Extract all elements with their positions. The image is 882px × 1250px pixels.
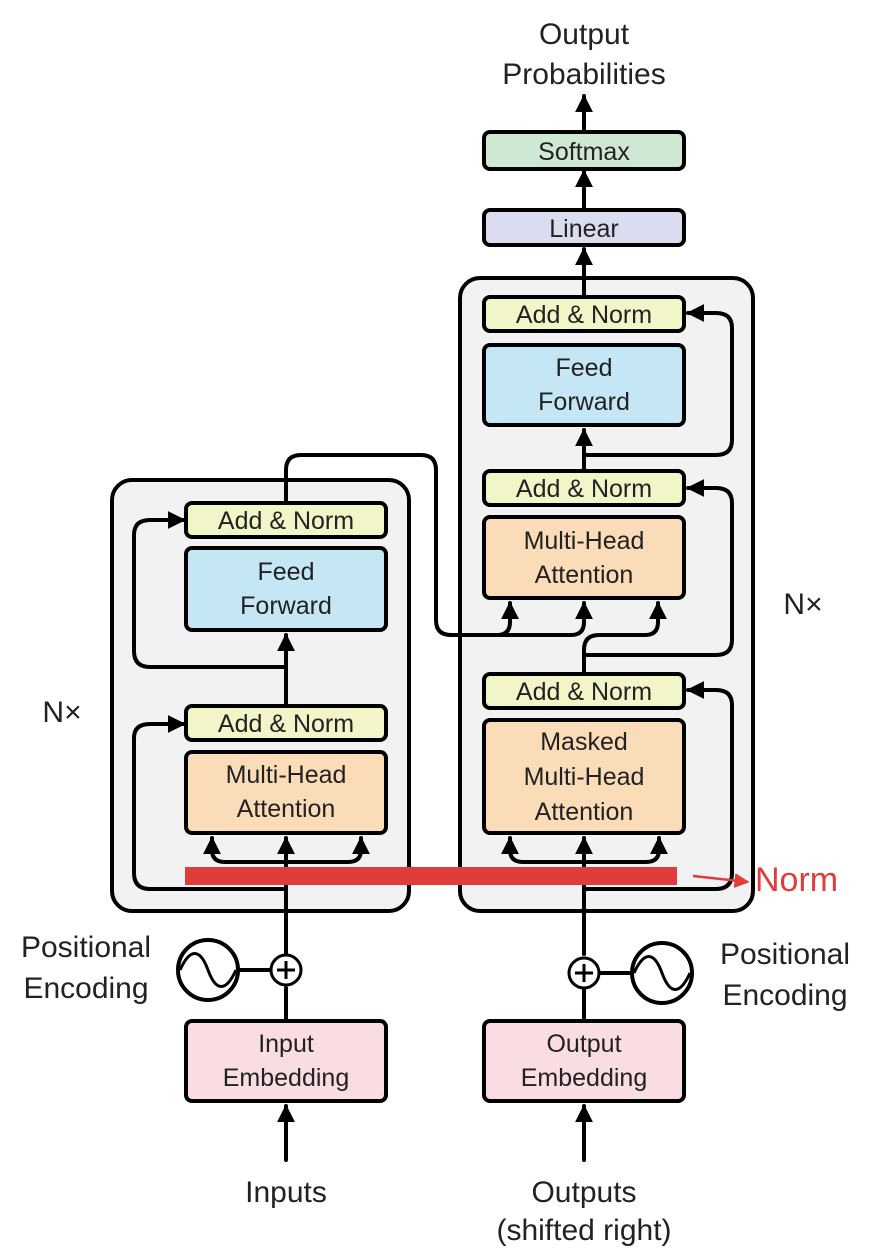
encoder-add-norm-top: Add & Norm <box>184 501 388 539</box>
encoder-add-norm-bottom-label: Add & Norm <box>218 710 354 738</box>
decoder-pe-line2: Encoding <box>722 979 847 1012</box>
inputs-label: Inputs <box>245 1176 327 1209</box>
encoder-pe-line1: Positional <box>21 931 151 964</box>
norm-pointer-arrow <box>692 873 750 888</box>
encoder-positional-encoding: Positional Encoding <box>21 931 303 1005</box>
decoder-embedding-line2: Embedding <box>521 1064 647 1092</box>
decoder-feed-forward-line1: Feed <box>556 354 613 382</box>
decoder-cross-attention-line2: Attention <box>535 561 634 589</box>
encoder-input-embedding: Input Embedding <box>184 1019 388 1103</box>
decoder-repeat-label: N× <box>783 588 822 621</box>
output-probabilities-line2: Probabilities <box>502 58 665 91</box>
decoder-masked-line2: Multi-Head <box>524 763 645 791</box>
encoder-stack <box>110 478 411 913</box>
decoder-cross-attention: Multi-Head Attention <box>482 515 686 600</box>
encoder-pe-line2: Encoding <box>23 972 148 1005</box>
decoder-feed-forward-line2: Forward <box>538 388 630 416</box>
decoder-add-norm-bottom-label: Add & Norm <box>516 678 652 706</box>
outputs-label-line2: (shifted right) <box>496 1214 671 1247</box>
decoder-add-norm-mid: Add & Norm <box>482 469 686 507</box>
linear-label: Linear <box>549 215 619 243</box>
decoder-add-norm-top-label: Add & Norm <box>516 301 652 329</box>
encoder-embedding-line1: Input <box>258 1030 314 1058</box>
outputs-label-line1: Outputs <box>531 1176 636 1209</box>
encoder-add-norm-bottom: Add & Norm <box>184 704 388 742</box>
encoder-add-norm-top-label: Add & Norm <box>218 507 354 535</box>
encoder-attention-line2: Attention <box>237 795 336 823</box>
decoder-add-norm-top: Add & Norm <box>482 295 686 333</box>
decoder-pe-line1: Positional <box>720 938 850 971</box>
decoder-output-embedding: Output Embedding <box>482 1019 686 1103</box>
decoder-cross-attention-line1: Multi-Head <box>524 527 645 555</box>
encoder-feed-forward-line1: Feed <box>258 558 315 586</box>
encoder-embedding-line2: Embedding <box>223 1064 349 1092</box>
decoder-wires <box>501 94 734 1162</box>
output-probabilities-line1: Output <box>539 18 630 51</box>
linear-box: Linear <box>482 208 686 247</box>
encoder-multi-head-attention: Multi-Head Attention <box>184 750 388 835</box>
encoder-attention-line1: Multi-Head <box>226 761 347 789</box>
encoder-wires <box>132 453 593 1162</box>
decoder-positional-encoding: Positional Encoding <box>567 938 850 1012</box>
encoder-feed-forward-line2: Forward <box>240 592 332 620</box>
decoder-feed-forward: Feed Forward <box>482 343 686 427</box>
norm-annotation: Norm <box>185 861 838 899</box>
decoder-add-norm-bottom: Add & Norm <box>482 672 686 710</box>
encoder-repeat-label: N× <box>42 696 81 729</box>
softmax-label: Softmax <box>538 138 630 166</box>
decoder-masked-line3: Attention <box>535 798 634 826</box>
decoder-embedding-line1: Output <box>546 1030 621 1058</box>
decoder-masked-line1: Masked <box>540 728 628 756</box>
norm-highlight-bar <box>185 867 677 885</box>
norm-annotation-label: Norm <box>755 861 838 899</box>
decoder-add-norm-mid-label: Add & Norm <box>516 475 652 503</box>
softmax-box: Softmax <box>482 130 686 171</box>
decoder-masked-attention: Masked Multi-Head Attention <box>482 718 686 835</box>
encoder-feed-forward: Feed Forward <box>184 546 388 632</box>
